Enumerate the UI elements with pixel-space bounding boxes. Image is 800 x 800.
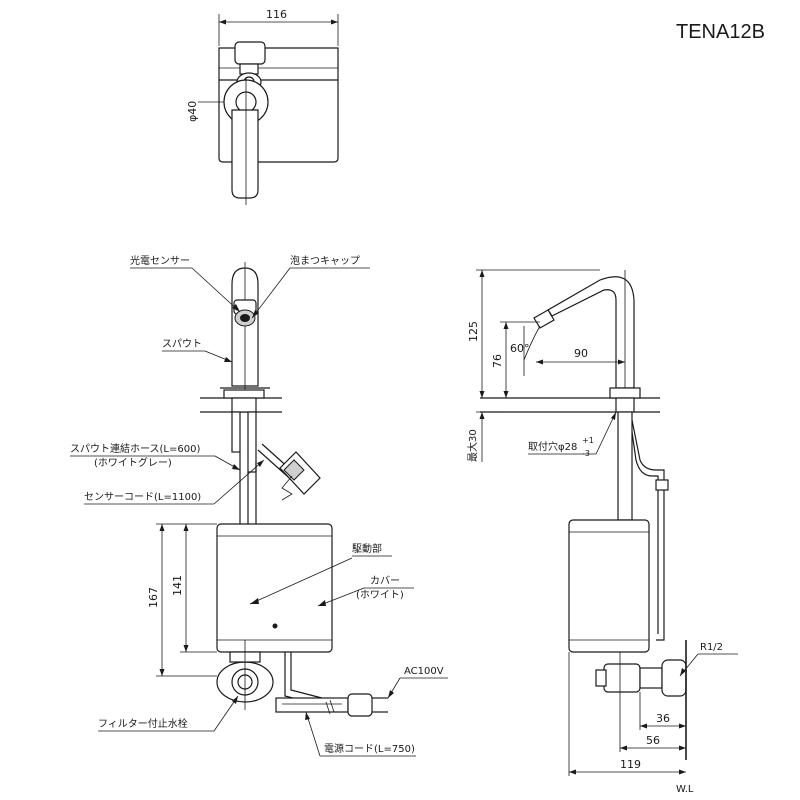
label-aerator-cap: 泡まつキャップ: [290, 254, 360, 267]
dim-top-width: 116: [266, 8, 287, 21]
dim-h141: 141: [171, 575, 184, 596]
dim-d36: 36: [656, 712, 670, 725]
dim-reach90: 90: [574, 347, 588, 360]
model-title: TENA12B: [676, 21, 765, 43]
label-mount-tol-plus: +1: [582, 436, 594, 445]
dim-phi40: φ40: [186, 101, 199, 122]
dim-d119: 119: [620, 758, 641, 771]
side-view: 125 76 60° 90 最大30 取付穴φ28 +1 -3 R1/2: [466, 269, 738, 795]
label-r-thread: R1/2: [700, 642, 723, 653]
dim-h125: 125: [467, 321, 480, 342]
label-photo-sensor: 光電センサー: [130, 254, 190, 267]
dim-h76: 76: [491, 354, 504, 368]
label-spout-hose: スパウト連結ホース(L=600): [70, 442, 200, 455]
dim-angle: 60°: [510, 342, 530, 355]
label-spout-hose-color: (ホワイトグレー): [94, 456, 172, 469]
label-filter-valve: フィルター付止水栓: [98, 717, 188, 730]
label-cover-color: (ホワイト): [356, 589, 404, 601]
label-cover: カバー: [370, 575, 400, 587]
front-view: 167 141 光電センサー 泡まつキャップ スパウト スパウト連結ホース(L=…: [70, 254, 448, 757]
label-mount-tol-minus: -3: [582, 449, 590, 458]
label-spout: スパウト: [162, 338, 202, 350]
label-wl: W.L: [676, 784, 694, 795]
label-ac100v: AC100V: [404, 666, 444, 677]
label-sensor-cord: センサーコード(L=1100): [84, 491, 201, 503]
dim-h167: 167: [147, 587, 160, 608]
top-view: 116 φ40: [186, 8, 339, 205]
label-power-cord: 電源コード(L=750): [324, 742, 415, 755]
label-mount-hole: 取付穴φ28: [528, 440, 577, 453]
dim-d56: 56: [646, 734, 660, 747]
label-drive-unit: 駆動部: [352, 542, 382, 555]
label-max30: 最大30: [466, 429, 479, 462]
